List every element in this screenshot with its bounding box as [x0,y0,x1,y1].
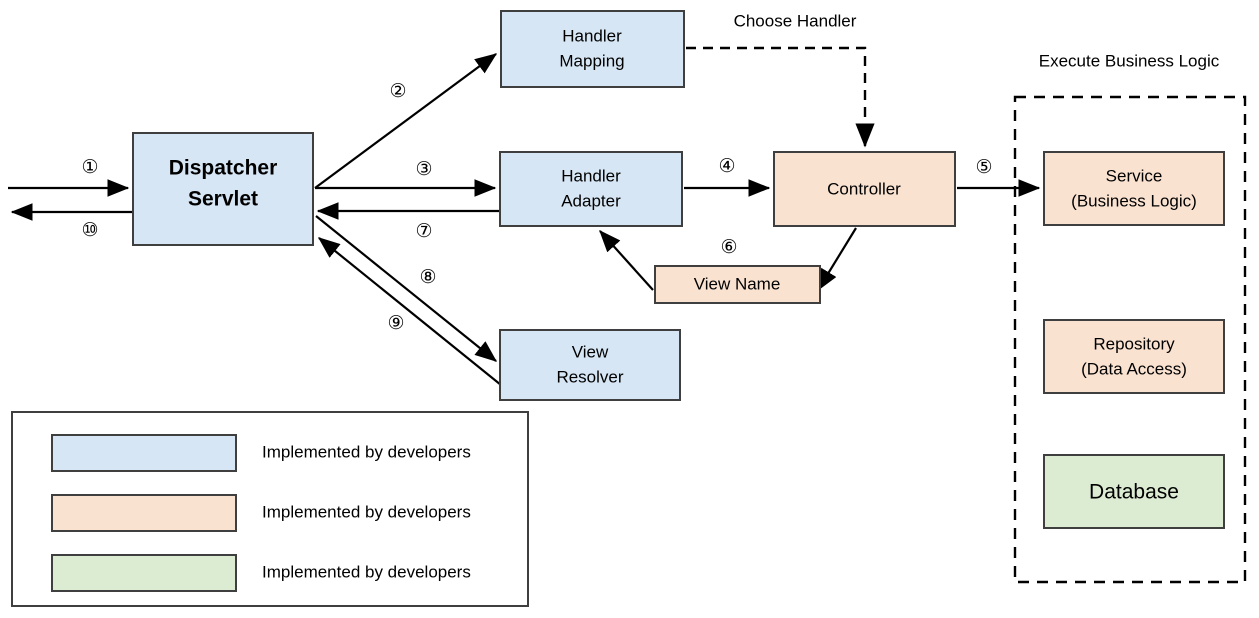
handler-mapping-label-line1: Handler [562,26,622,45]
handler-mapping-label-line2: Mapping [559,51,624,70]
edge-choose-handler-dashed [686,46,875,148]
step-number-3: ③ [415,159,432,180]
business-logic-group-border [1013,95,1247,584]
step-number-4: ④ [718,156,735,177]
step-number-7: ⑦ [415,221,432,242]
edge-view-resolver-to-dispatcher [317,237,502,386]
business-logic-group: Execute Business Logic [1013,51,1247,584]
repository-box[interactable] [1043,319,1225,394]
controller-box[interactable] [773,151,956,227]
view-name-label: View Name [694,274,781,293]
node-handler-adapter[interactable]: Handler Adapter [499,151,683,227]
legend-label-blue: Implemented by developers [262,442,471,461]
legend: Implemented by developers Implemented by… [11,411,529,607]
node-handler-mapping[interactable]: Handler Mapping [500,10,685,88]
repository-label-line2: (Data Access) [1081,359,1187,378]
step-number-8: ⑧ [419,267,436,288]
database-box[interactable] [1043,454,1225,529]
legend-swatch-green [51,554,237,592]
edge-controller-to-view-name [817,227,857,292]
legend-label-green: Implemented by developers [262,562,471,581]
node-repository[interactable]: Repository (Data Access) [1043,319,1225,394]
edges-layer [8,46,1041,386]
edge-dispatcher-to-handler-mapping [314,53,498,189]
node-view-resolver[interactable]: View Resolver [499,329,681,401]
legend-swatch-blue [51,434,237,472]
node-dispatcher-servlet[interactable]: Dispatcher Servlet [132,132,314,246]
node-service[interactable]: Service (Business Logic) [1043,151,1225,226]
step-number-9: ⑨ [387,313,404,334]
service-box[interactable] [1043,151,1225,226]
view-resolver-box[interactable] [499,329,681,401]
step-number-6: ⑥ [720,237,737,258]
controller-label: Controller [827,179,901,198]
edge-view-name-to-handler-adapter [599,230,654,291]
handler-adapter-box[interactable] [499,151,683,227]
choose-handler-annotation: Choose Handler [734,11,857,30]
service-label-line1: Service [1106,166,1163,185]
step-number-2: ② [389,81,406,102]
database-label: Database [1089,481,1179,504]
step-number-1: ① [81,157,98,178]
business-logic-group-title: Execute Business Logic [1039,51,1220,70]
handler-adapter-label-line2: Adapter [561,191,621,210]
node-database[interactable]: Database [1043,454,1225,529]
dispatcher-servlet-label-line2: Servlet [188,188,258,211]
node-view-name[interactable]: View Name [654,265,821,304]
view-name-box[interactable] [654,265,821,304]
edge-dispatcher-to-view-resolver [315,215,498,362]
service-label-line2: (Business Logic) [1071,191,1197,210]
legend-swatch-orange [51,494,237,532]
view-resolver-label-line2: Resolver [556,367,623,386]
handler-mapping-box[interactable] [500,10,685,88]
legend-label-orange: Implemented by developers [262,502,471,521]
dispatcher-servlet-box[interactable] [132,132,314,246]
step-number-5: ⑤ [975,157,992,178]
handler-adapter-label-line1: Handler [561,166,621,185]
step-numbers-layer: ① ② ③ ④ ⑤ ⑥ ⑦ ⑧ ⑨ ⑩ [81,81,992,334]
node-controller[interactable]: Controller [773,151,956,227]
view-resolver-label-line1: View [572,342,609,361]
step-number-10: ⑩ [81,220,98,241]
dispatcher-servlet-label-line1: Dispatcher [169,157,278,180]
repository-label-line1: Repository [1093,334,1175,353]
